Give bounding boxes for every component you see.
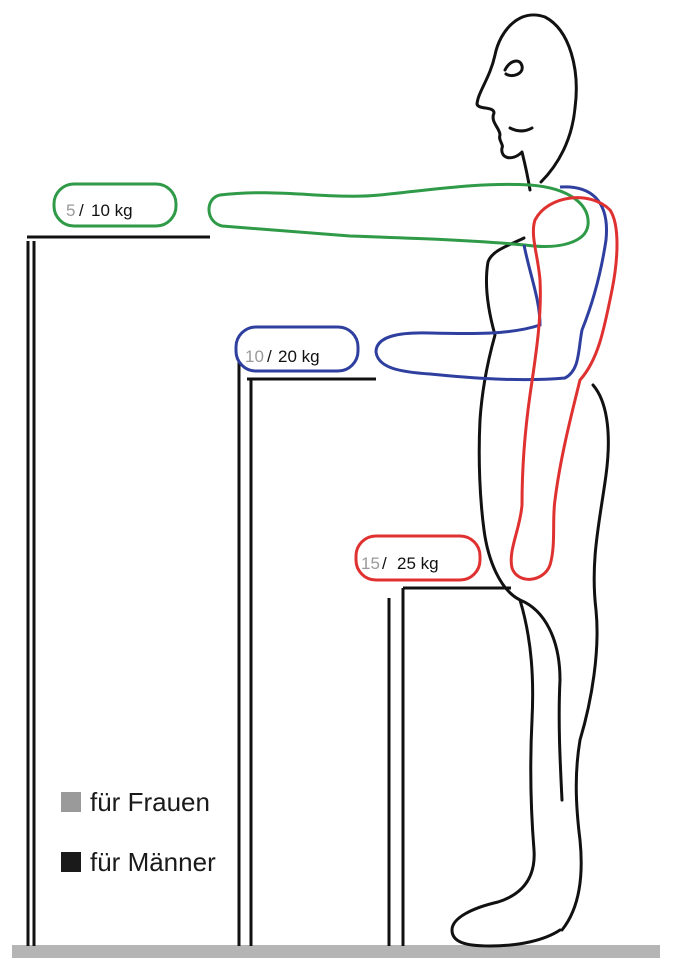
legend-women-swatch bbox=[61, 792, 81, 812]
legend-men-swatch bbox=[61, 852, 81, 872]
mouth bbox=[508, 126, 534, 133]
arm-reach-low bbox=[509, 196, 619, 581]
shelf-high bbox=[26, 235, 210, 946]
label-high-men: 10 kg bbox=[91, 201, 133, 220]
label-middle-men: 20 kg bbox=[278, 347, 320, 366]
label-low-men: 25 kg bbox=[397, 554, 439, 573]
floor-line bbox=[12, 945, 660, 958]
head-outline bbox=[475, 13, 578, 192]
body-front-outline bbox=[450, 236, 562, 948]
label-bubble-high: 5 / 10 kg bbox=[52, 182, 178, 228]
label-high-separator: / bbox=[79, 201, 84, 220]
eye bbox=[503, 59, 524, 78]
label-middle-separator: / bbox=[267, 347, 272, 366]
body-back-outline bbox=[560, 383, 610, 932]
shelf-middle bbox=[237, 362, 376, 946]
leg-inner bbox=[518, 598, 564, 802]
person-figure bbox=[450, 13, 610, 948]
legend-men-label: für Männer bbox=[90, 847, 216, 877]
legend-women-label: für Frauen bbox=[90, 787, 210, 817]
label-bubble-low: 15 / 25 kg bbox=[354, 534, 482, 582]
label-middle-women: 10 bbox=[245, 347, 264, 366]
legend: für Frauen für Männer bbox=[61, 787, 216, 877]
label-low-women: 15 bbox=[361, 554, 380, 573]
label-low-separator: / bbox=[382, 554, 387, 573]
shelf-low bbox=[387, 586, 511, 946]
label-bubble-middle: 10 / 20 kg bbox=[234, 325, 360, 373]
arm-reach-middle bbox=[374, 185, 608, 382]
label-high-women: 5 bbox=[66, 201, 75, 220]
arm-reach-high bbox=[207, 182, 590, 248]
